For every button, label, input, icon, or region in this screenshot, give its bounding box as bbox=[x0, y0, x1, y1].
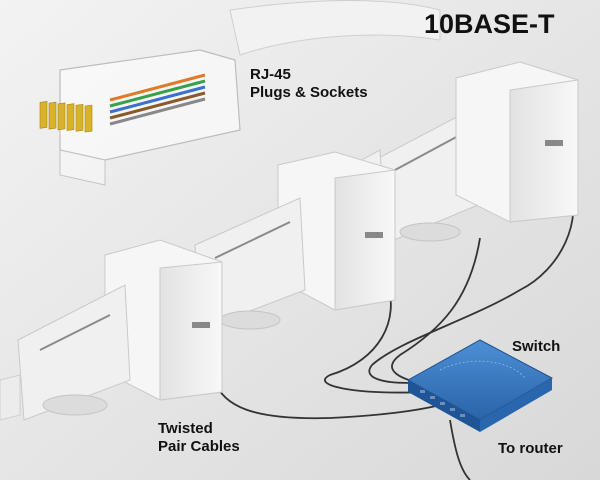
rj45-label-line1: RJ-45 bbox=[250, 66, 291, 83]
cable-2 bbox=[324, 281, 431, 394]
cable-4 bbox=[368, 179, 575, 384]
computer-2 bbox=[104, 239, 223, 401]
gold-pins bbox=[39, 101, 93, 133]
cable-3 bbox=[391, 237, 481, 386]
router-label: To router bbox=[498, 440, 563, 457]
switch-ports bbox=[420, 390, 465, 417]
rj45-label: RJ-45 Plugs & Sockets bbox=[250, 66, 368, 102]
twisted-pair-cables bbox=[211, 179, 575, 480]
cable-jacket bbox=[229, 0, 441, 56]
keyboard bbox=[0, 374, 21, 421]
computer-1 bbox=[0, 284, 131, 421]
computer-4 bbox=[277, 149, 396, 311]
rj45-label-line2: Plugs & Sockets bbox=[250, 84, 368, 101]
computer-5 bbox=[374, 61, 579, 246]
diagram-title: 10BASE-T bbox=[424, 9, 555, 39]
cables-label-line2: Pair Cables bbox=[158, 438, 240, 455]
network-switch bbox=[406, 339, 554, 432]
cables-label-line1: Twisted bbox=[158, 420, 213, 437]
cable-1 bbox=[211, 367, 441, 420]
rj45-connector bbox=[39, 0, 441, 186]
connector-latch bbox=[59, 149, 106, 186]
cable-router bbox=[449, 419, 471, 480]
switch-label: Switch bbox=[512, 338, 561, 355]
cables-label: Twisted Pair Cables bbox=[158, 420, 240, 456]
